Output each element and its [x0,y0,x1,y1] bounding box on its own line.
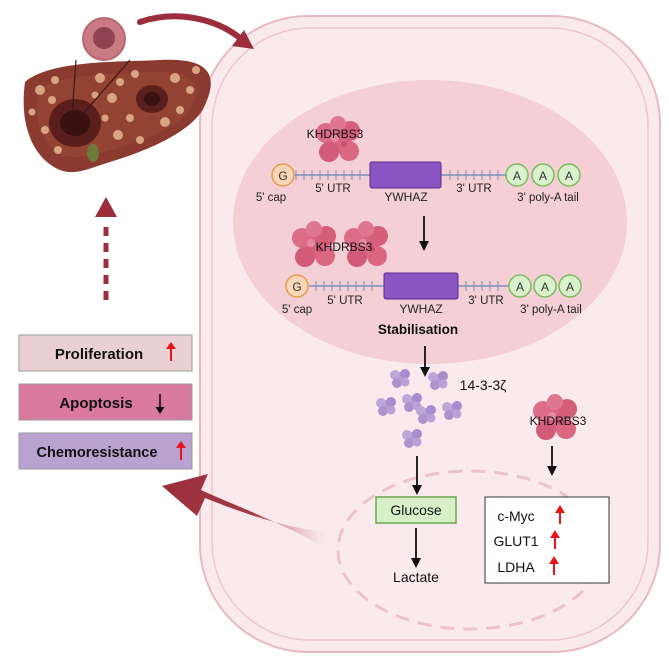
khdrbs3-label-3: KHDRBS3 [530,414,587,428]
utr5-label-1: 5' UTR [315,183,350,195]
product-label: 14-3-3ζ [460,377,507,393]
khdrbs3-label-2: KHDRBS3 [316,240,373,254]
cap-label-1: 5' cap [256,192,286,204]
glucose-box [375,496,457,524]
outcome-chemoresistance: Chemoresistance [18,432,193,470]
tail-label-1: 3' poly-A tail [517,192,579,204]
utr3-label-1: 3' UTR [456,183,491,195]
cap-letter-2: G [292,280,301,294]
outcome-proliferation-label: Proliferation [55,346,143,363]
up-arrow-icons [549,505,565,575]
utr3-label-2: 3' UTR [468,295,503,307]
ywhaz-gene-box-2 [383,272,459,300]
feedback-arrow [162,474,330,552]
target-ldha: LDHA [497,559,535,575]
tail-letter-2c: A [566,280,574,294]
targets-box: c-Myc GLUT1 LDHA [484,496,610,584]
mrna-row-2: KHDRBS3 G A A A 5' cap 5' UTR YWHAZ 3' U… [282,221,582,337]
stabilisation-label: Stabilisation [378,322,458,337]
utr5-label-2: 5' UTR [327,295,362,307]
cap-letter-1: G [278,169,287,183]
outcome-proliferation: Proliferation [18,334,193,372]
tail-letter-2b: A [541,280,549,294]
target-cmyc: c-Myc [497,508,534,524]
target-glut1: GLUT1 [493,533,538,549]
gene-label-1: YWHAZ [384,190,427,204]
liver-illustration [23,17,211,173]
protein-14-3-3-cluster: 14-3-3ζ [376,369,506,448]
liver-to-cell-arrow [137,13,243,41]
liver-to-cell-arrowhead [232,30,254,49]
outcome-chemoresistance-label: Chemoresistance [37,445,158,461]
tail-letter-2a: A [516,280,524,294]
gene-label-2: YWHAZ [399,302,442,316]
tail-letter-1a: A [513,169,521,183]
dashed-up-arrowhead [95,197,117,217]
tail-label-2: 3' poly-A tail [520,304,582,316]
tail-letter-1b: A [539,169,547,183]
outcome-apoptosis-label: Apoptosis [59,395,132,412]
tail-letter-1c: A [565,169,573,183]
outcome-apoptosis: Apoptosis [18,383,193,421]
glucose-label: Glucose [390,502,442,518]
khdrbs3-label-1: KHDRBS3 [307,127,364,141]
lactate-label: Lactate [393,569,439,585]
mrna-row-1: KHDRBS3 G A A A 5' cap 5' UTR YWHAZ 3' U… [256,116,581,204]
ywhaz-gene-box [369,161,442,189]
cap-label-2: 5' cap [282,304,312,316]
cap-g-icon [271,163,295,187]
